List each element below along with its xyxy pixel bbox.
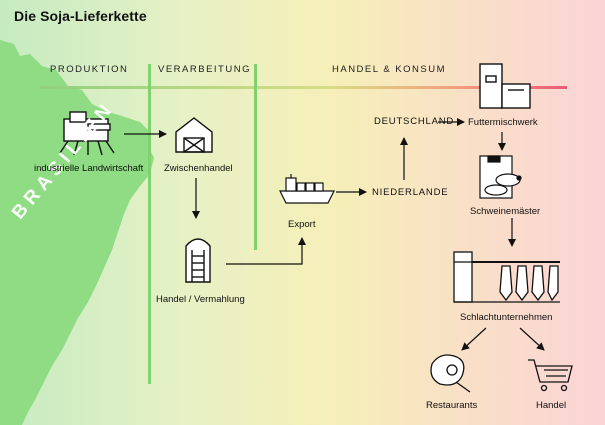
label-schweinemaester: Schweinemäster [470,206,541,217]
label-zwischenhandel: Zwischenhandel [164,163,233,174]
harvester-icon [59,111,115,156]
arrow-vermahlung-export [226,237,306,265]
shopping-cart-icon [528,359,573,392]
arrow-schlacht-handel [519,327,545,351]
ship-icon [279,174,335,204]
divider-verarbeitung-handel [254,64,257,250]
diagram-title: Die Soja-Lieferkette [14,8,147,24]
meat-icon [430,354,471,393]
barn-icon [175,117,213,153]
divider-produktion-verarbeitung [148,64,151,384]
arrow-schlacht-restaurants [461,327,487,351]
label-deutschland: DEUTSCHLAND [374,116,455,127]
label-vermahlung: Handel / Vermahlung [156,294,245,305]
label-restaurants: Restaurants [426,400,478,411]
factory-icon [479,63,531,109]
label-export: Export [288,219,316,230]
section-produktion: PRODUKTION [50,64,129,75]
section-verarbeitung: VERARBEITUNG [158,64,251,75]
brasilien-land-shape [0,40,154,425]
timeline-bar [40,86,567,89]
pig-farm-icon [479,155,522,199]
label-niederlande: NIEDERLANDE [372,187,449,198]
label-handel: Handel [536,400,567,411]
slaughterhouse-icon [453,251,560,303]
hanging-carcasses [499,265,559,302]
label-landwirtschaft: industrielle Landwirtschaft [34,163,144,174]
label-futtermischwerk: Futtermischwerk [468,117,538,128]
section-handel-konsum: HANDEL & KONSUM [332,64,446,75]
label-schlachtunternehmen: Schlachtunternehmen [460,312,553,323]
silo-icon [185,238,211,283]
